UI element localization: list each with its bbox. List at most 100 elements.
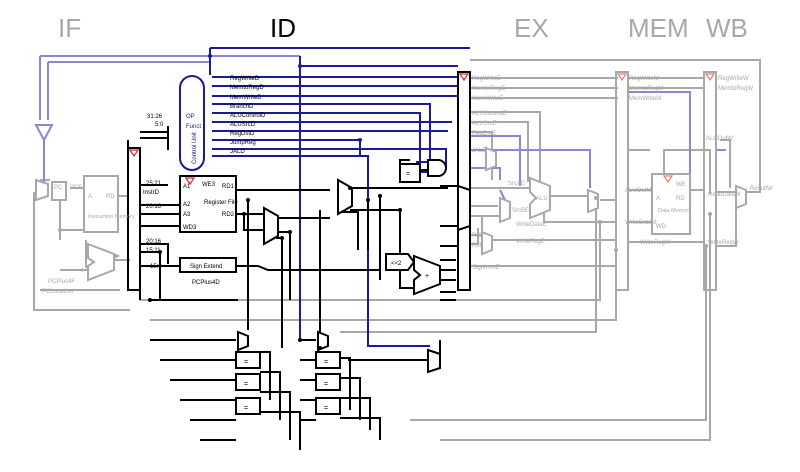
regdst-mux — [481, 230, 493, 256]
if-stage: PC PCF A RD Instruction Memory 4 PCPlus4… — [35, 175, 135, 295]
signal-memtoregm: MemtoRegM — [629, 86, 663, 92]
writedatae-label: WriteDataE — [516, 222, 547, 228]
shift-left-label: <<2 — [391, 261, 402, 267]
bits-15-0: 15:0 — [150, 264, 162, 270]
cmp-l3: = — [244, 405, 248, 412]
readdataw-label: ReadDataW — [708, 192, 741, 198]
signal-alucontrole: ALUControlE — [472, 111, 507, 117]
pcf-label: PCF — [70, 185, 82, 191]
writedatam-label: WriteDataM — [625, 220, 657, 226]
black-wires — [127, 126, 458, 450]
imem-title: Instruction Memory — [88, 214, 135, 220]
shift-left-2: <<2 — [385, 253, 416, 271]
writeregm-label: WriteRegM — [640, 240, 670, 246]
bits-25-21: 25:21 — [146, 181, 162, 187]
cmp-r1: = — [324, 359, 328, 366]
control-unit: OP Funct Control Unit — [179, 75, 205, 171]
sign-extend-unit: Sign Extend — [179, 257, 237, 273]
bits-20-16: 20:16 — [146, 204, 162, 210]
pcplus4f-label: PCPlus4F — [48, 279, 75, 285]
regfile-title: Register File — [204, 200, 238, 206]
alu-label: ALU — [536, 196, 548, 202]
writerege-label: WriteRegE — [516, 239, 545, 245]
signal-memwritem: MemWriteM — [629, 96, 661, 102]
dmem-we: WE — [676, 182, 686, 188]
ex-mem-clock-mark — [616, 73, 628, 82]
sign-extend-label: Sign Extend — [190, 264, 222, 270]
stage-id-heading: ID — [270, 13, 296, 43]
signal-jumpreg: JumpReg — [230, 140, 256, 146]
branch-adder: + — [413, 254, 441, 296]
signal-alusrcd: ALUSrcD — [230, 122, 256, 128]
branch-adder-plus: + — [425, 273, 429, 280]
mem-stage: WE A RD Data Memory WD ALUOutM WriteData… — [625, 173, 691, 246]
rd1-mux — [337, 178, 353, 216]
funct-bits-label: 5:0 — [155, 122, 164, 128]
ex-signal-labels: RegWriteE MemtoRegE MemWriteE ALUControl… — [472, 76, 507, 154]
branch-and-gate — [427, 159, 447, 177]
ex-mem-register — [615, 71, 629, 291]
four-label: 4 — [80, 268, 84, 274]
cmp-r3: = — [324, 405, 328, 412]
pclocation-label: PCLocation — [42, 289, 73, 295]
hazard-comparators-right: = = = — [315, 351, 341, 415]
dmem-rd: RD — [676, 196, 685, 202]
signal-memwrited: MemWriteD — [230, 95, 262, 101]
jal-mux — [587, 188, 599, 214]
wb-stage: ALUOutW ReadDataW ResultW WriteRegW — [706, 136, 773, 246]
pc-label: PC — [54, 185, 63, 191]
pcplus4d-label: PCPlus4D — [192, 280, 220, 286]
pc-mux — [35, 178, 49, 202]
signal-memtoregw: MemtoRegW — [718, 86, 753, 92]
data-memory — [651, 173, 691, 235]
srcbe-label: SrcBE — [512, 208, 529, 214]
signal-regwritee: RegWriteE — [472, 76, 501, 82]
dmem-title: Data Memory — [658, 208, 691, 214]
imem-a: A — [88, 194, 92, 200]
hazard-muxes — [237, 330, 329, 352]
srcae-label: SrcAE — [508, 181, 525, 187]
id-muxes — [263, 178, 471, 374]
signal-memwritee: MemWriteE — [472, 96, 503, 102]
writeregw-label: WriteRegW — [708, 240, 739, 246]
signal-regwrited: RegWriteD — [230, 76, 260, 82]
junction-dots-blue — [208, 54, 362, 142]
signal-alusrce: ALUSrcE — [472, 121, 497, 127]
mem-wb-signal-labels: RegWriteM MemtoRegM MemWriteM RegWriteW … — [629, 76, 753, 102]
regfile-rd2: RD2 — [222, 212, 235, 218]
id-ex-clock-mark — [458, 73, 470, 82]
regfile-a3: A3 — [183, 212, 191, 218]
stage-mem-heading: MEM — [628, 13, 689, 43]
cmp-r2: = — [324, 381, 328, 388]
aluoutm-label: ALUOutM — [625, 188, 651, 194]
regfile-we3: WE3 — [202, 182, 216, 188]
instr-d-label: InstrD — [143, 190, 160, 196]
bits-20-16-b: 20:16 — [146, 239, 162, 245]
jump-mux — [427, 348, 441, 374]
signal-regwritem: RegWriteM — [629, 76, 659, 82]
signal-memtorege: MemtoRegE — [472, 86, 505, 92]
stage-ex-heading: EX — [514, 13, 549, 43]
mem-wb-clock-mark — [704, 73, 716, 82]
ex-stage: ALU SrcAE SrcBE WriteDataE WriteRegE RtE… — [472, 146, 599, 271]
pc-adder — [87, 242, 115, 282]
if-id-register — [127, 147, 141, 291]
signimme-label: SignImmE — [472, 265, 500, 271]
dmem-wd: WD — [656, 224, 667, 230]
stage-wb-heading: WB — [706, 13, 748, 43]
rd2-mux — [263, 206, 279, 246]
mem-wb-register — [703, 71, 717, 291]
signal-jald: JALD — [230, 149, 245, 155]
junction-dots-grey — [58, 196, 712, 252]
branch-comparator-eq: = — [406, 171, 410, 178]
control-unit-title: Control Unit — [192, 132, 198, 164]
regfile-a2: A2 — [183, 202, 191, 208]
signal-regwritew: RegWriteW — [718, 76, 749, 82]
if-id-clock-mark — [128, 149, 140, 158]
regfile-rd1: RD1 — [222, 184, 235, 190]
control-signal-labels-d: RegWriteD MemtoRegD MemWriteD BranchD AL… — [230, 76, 266, 155]
branch-comparator: = — [399, 163, 421, 183]
instr-bit-labels: 25:21 InstrD 20:16 20:16 15:11 15:0 — [143, 181, 162, 270]
signal-alucontrold: ALUControlD — [230, 113, 266, 119]
